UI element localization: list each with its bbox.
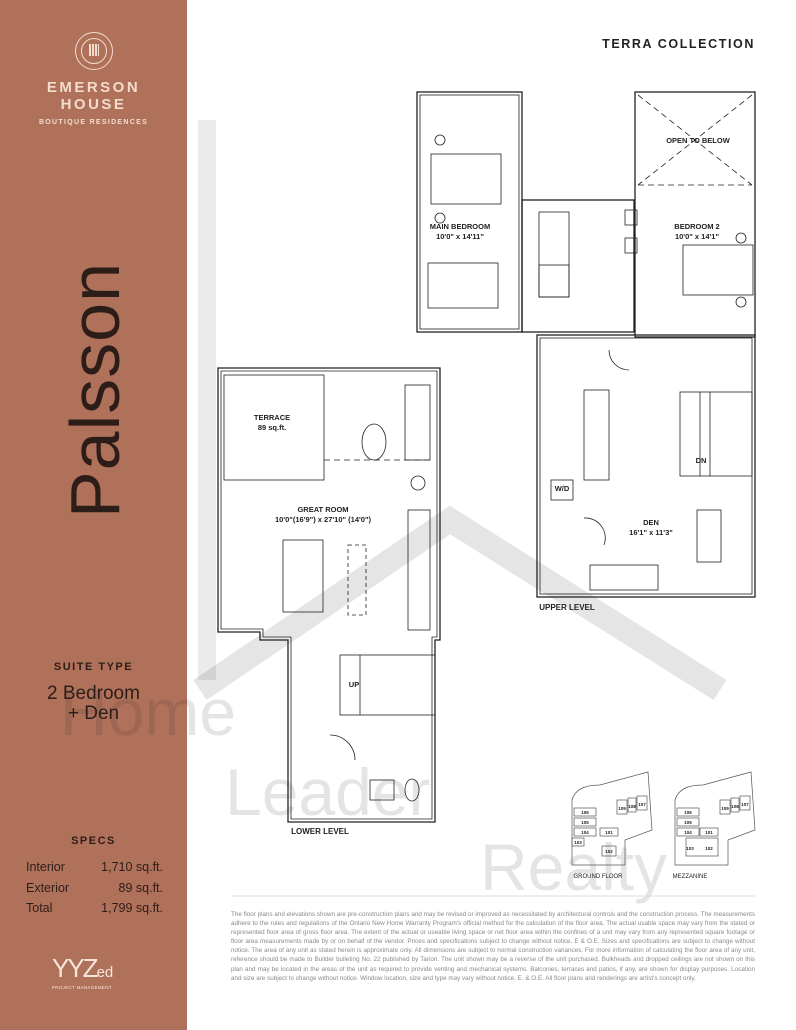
spec-row-interior: Interior 1,710 sq.ft. <box>26 860 163 874</box>
suite-type-value: 2 Bedroom + Den <box>0 684 187 724</box>
svg-text:105: 105 <box>684 820 692 825</box>
svg-text:106: 106 <box>684 810 692 815</box>
lower-level-plan <box>217 367 441 823</box>
upper-level-title: UPPER LEVEL <box>539 603 595 612</box>
spec-name: Interior <box>26 860 65 874</box>
spec-value: 1,710 sq.ft. <box>101 860 163 874</box>
svg-text:107: 107 <box>741 802 749 807</box>
great-room-size: 10'0"(16'9") x 27'10" (14'0") <box>275 515 371 524</box>
suite-type-line2: + Den <box>67 703 120 724</box>
svg-text:108: 108 <box>731 804 739 809</box>
open-to-below-label: OPEN TO BELOW <box>666 136 731 145</box>
svg-text:102: 102 <box>705 846 713 851</box>
tower-emblem-icon <box>74 32 113 70</box>
lower-stairs-label: UP <box>349 680 359 689</box>
main-bedroom-size: 10'0" x 14'11" <box>436 232 484 241</box>
ground-floor-label: GROUND FLOOR <box>573 874 623 880</box>
key-plan-unit-numbers: 106 105 104 103 101 102 109 108 107 106 … <box>574 802 749 854</box>
spec-row-exterior: Exterior 89 sq.ft. <box>26 881 163 895</box>
disclaimer-text: The floor plans and elevations shown are… <box>231 911 755 982</box>
key-plan-ground-floor: GROUND FLOOR <box>571 771 653 880</box>
svg-text:101: 101 <box>605 830 613 835</box>
sidebar: EMERSON HOUSE BOUTIQUE RESIDENCES Palsso… <box>0 0 187 1030</box>
spec-row-total: Total 1,799 sq.ft. <box>26 901 163 915</box>
bedroom2-label: BEDROOM 2 <box>674 222 719 231</box>
suite-type-label: SUITE TYPE <box>53 661 134 673</box>
specs-label: SPECS <box>71 835 116 847</box>
svg-text:101: 101 <box>705 830 713 835</box>
terrace-size: 89 sq.ft. <box>258 423 286 432</box>
brand-name-line1: EMERSON <box>46 79 141 96</box>
spec-value: 89 sq.ft. <box>118 881 163 895</box>
svg-text:108: 108 <box>628 804 636 809</box>
svg-text:109: 109 <box>618 806 626 811</box>
spec-name: Exterior <box>26 881 70 895</box>
yyzed-logo: YYZed PROJECT MANAGEMENT <box>52 953 114 990</box>
svg-text:103: 103 <box>574 840 582 845</box>
watermark-line1: Home <box>60 675 236 749</box>
suite-type-line1: 2 Bedroom <box>47 683 140 704</box>
key-plan-mezzanine: MEZZANINE <box>673 771 756 880</box>
svg-text:103: 103 <box>686 846 694 851</box>
bedroom2-size: 10'0" x 14'1" <box>675 232 719 241</box>
svg-text:104: 104 <box>684 830 692 835</box>
terrace-label: TERRACE <box>254 413 290 422</box>
lower-level-title: LOWER LEVEL <box>291 827 349 836</box>
collection-title: TERRA COLLECTION <box>602 37 755 51</box>
yyz-logo-main: YYZ <box>52 953 99 983</box>
svg-text:106: 106 <box>581 810 589 815</box>
den-label: DEN <box>643 518 659 527</box>
brand-name-line2: HOUSE <box>60 96 127 113</box>
main-bed-icon <box>430 153 502 205</box>
svg-text:105: 105 <box>581 820 589 825</box>
upper-stairs-label: DN <box>696 456 707 465</box>
spec-value: 1,799 sq.ft. <box>101 901 163 915</box>
yyz-logo-suffix: ed <box>96 964 114 981</box>
emerson-house-logo: EMERSON HOUSE BOUTIQUE RESIDENCES <box>0 32 187 126</box>
yyz-logo-sub: PROJECT MANAGEMENT <box>52 985 112 990</box>
svg-text:109: 109 <box>721 806 729 811</box>
den-size: 16'1" x 11'3" <box>629 528 673 537</box>
svg-text:107: 107 <box>638 802 646 807</box>
mezzanine-label: MEZZANINE <box>673 874 708 880</box>
watermark: Home Leader Realty <box>60 120 727 904</box>
svg-text:102: 102 <box>605 849 613 854</box>
great-room-label: GREAT ROOM <box>297 505 348 514</box>
spec-name: Total <box>26 901 53 915</box>
laundry-label: W/D <box>555 484 570 493</box>
watermark-line3: Realty <box>480 830 667 904</box>
svg-text:104: 104 <box>581 830 589 835</box>
watermark-line2: Leader <box>225 755 431 829</box>
main-bedroom-label: MAIN BEDROOM <box>430 222 490 231</box>
brand-tagline: BOUTIQUE RESIDENCES <box>38 119 149 126</box>
upper-level-plan <box>416 91 756 598</box>
